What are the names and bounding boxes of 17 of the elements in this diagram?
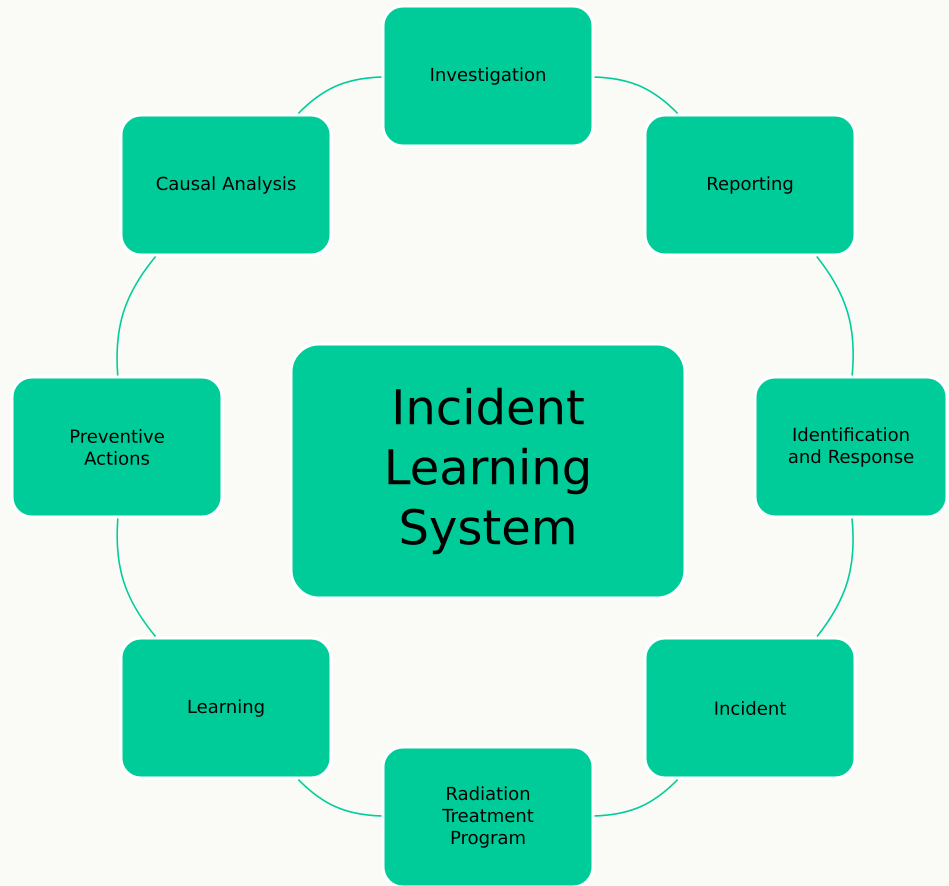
- stage-box: Radiation Treatment Program: [382, 746, 594, 886]
- stage-box: Preventive Actions: [10, 376, 224, 518]
- stage-box: Identification and Response: [754, 376, 949, 518]
- stage-box: Causal Analysis: [120, 114, 332, 256]
- connector-arc: [298, 778, 382, 817]
- connector-arc: [816, 256, 854, 376]
- stage-box: Reporting: [644, 114, 857, 256]
- stage-box: Investigation: [382, 4, 594, 148]
- stage-box: Learning: [120, 636, 332, 780]
- connector-arc: [116, 256, 156, 376]
- connector-arc: [116, 518, 156, 637]
- center-box: Incident Learning System: [290, 342, 686, 600]
- connector-arc: [298, 76, 382, 114]
- connector-arc: [594, 778, 678, 817]
- connector-arc: [594, 76, 678, 114]
- connector-arc: [816, 518, 854, 637]
- stage-box: Incident: [644, 636, 857, 780]
